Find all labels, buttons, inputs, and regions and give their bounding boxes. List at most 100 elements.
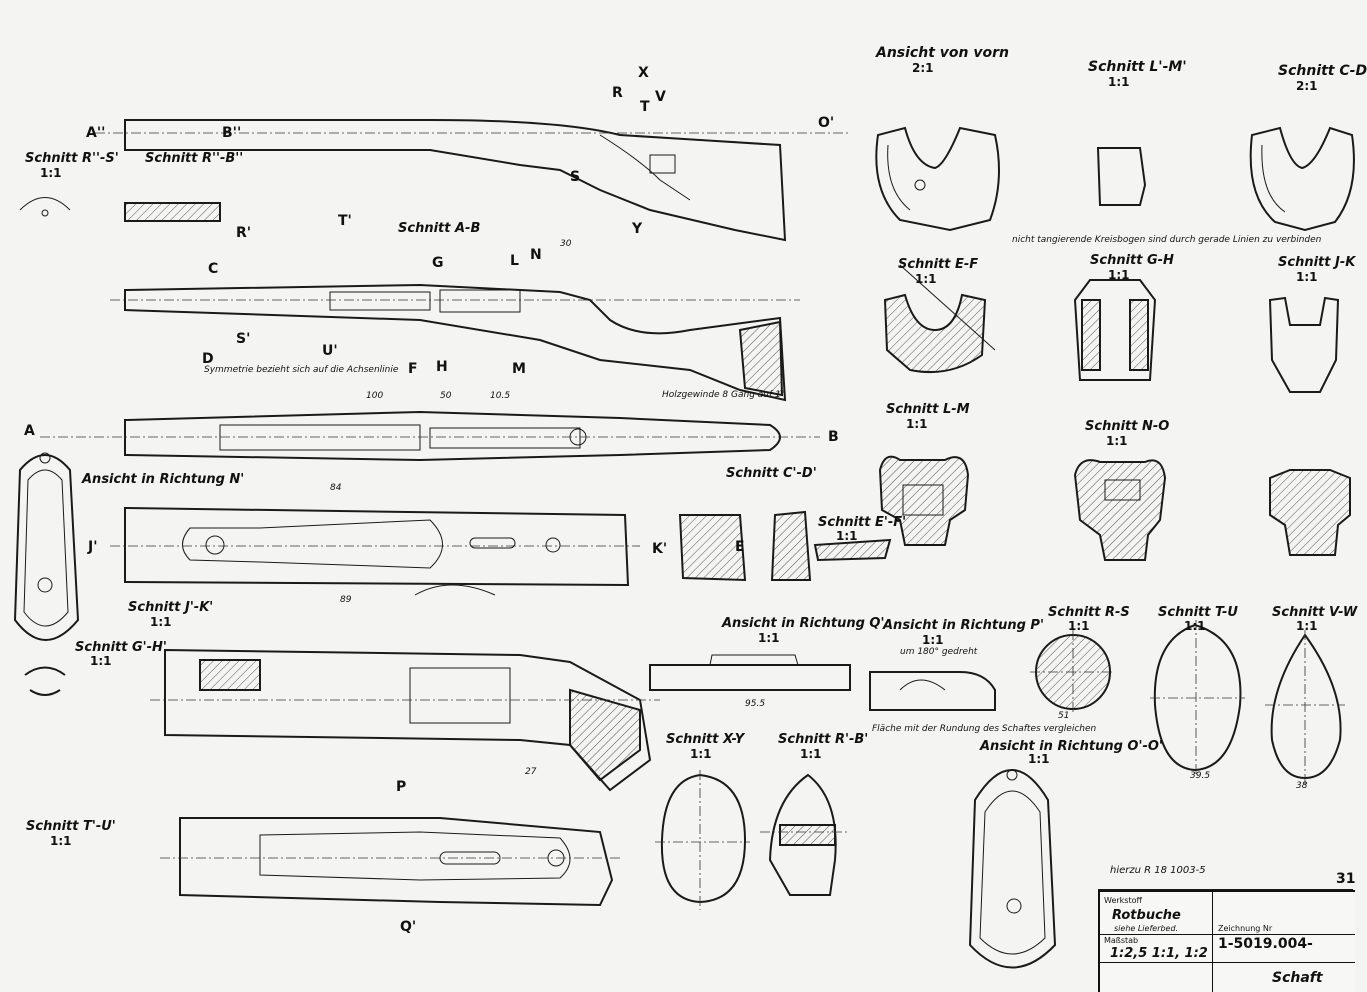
title-ansicht-N1: Ansicht in Richtung N' [82, 472, 245, 487]
section-T1-U1-view [160, 817, 620, 907]
section-letter-L: L [510, 253, 519, 269]
title-divider-2 [1100, 962, 1355, 963]
section-letter-A2: A'' [86, 125, 106, 141]
view-P1-shape [869, 671, 996, 711]
title-ansicht-Q1: Ansicht in Richtung Q' [722, 616, 885, 631]
dim-10-5: 10.5 [490, 391, 511, 401]
butt-end-view [13, 452, 80, 641]
section-letter-A: A [24, 423, 35, 439]
title-schnitt-A-B: Schnitt A-B [398, 221, 481, 236]
scale-schnitt-J-K: 1:1 [1296, 270, 1318, 284]
scale-schnitt-G1-H1: 1:1 [90, 654, 112, 668]
section-letter-U1: U' [322, 343, 338, 359]
note-symmetrie: Symmetrie bezieht sich auf die Achsenlin… [204, 365, 399, 375]
section-A-B-view [110, 283, 800, 402]
title-schnitt-X-Y: Schnitt X-Y [666, 732, 745, 747]
title-schnitt-T-U: Schnitt T-U [1158, 605, 1238, 620]
section-letter-M: M [512, 361, 526, 377]
section-letter-G: G [432, 255, 444, 271]
dim-51: 51 [1058, 711, 1070, 721]
title-schnitt-N-O: Schnitt N-O [1085, 419, 1170, 434]
section-letter-S: S [570, 169, 581, 185]
section-letter-P: P [396, 779, 407, 795]
title-schnitt-R2-B2: Schnitt R''-B'' [145, 151, 244, 166]
massstab-label: Maßstab [1104, 936, 1139, 945]
section-letter-X: X [638, 65, 649, 81]
dim-50: 50 [440, 391, 452, 401]
title-ansicht-vorn: Ansicht von vorn [876, 45, 1009, 61]
section-letter-F: F [408, 361, 418, 377]
section-letter-R1: R' [236, 225, 252, 241]
title-schnitt-E1-F1: Schnitt E'-F' [818, 515, 907, 530]
title-schnitt-C-D: Schnitt C-D [1278, 63, 1367, 79]
scale-ansicht-vorn: 2:1 [912, 61, 934, 75]
section-R2-S1-small [19, 197, 71, 217]
title-schnitt-J1-K1: Schnitt J'-K' [128, 600, 214, 615]
scale-ansicht-Q1: 1:1 [758, 631, 780, 645]
dim-30: 30 [560, 239, 572, 249]
section-L1-M1-shape [1096, 147, 1147, 206]
title-schnitt-L-M: Schnitt L-M [886, 402, 970, 417]
title-schnitt-R1-B1: Schnitt R'-B' [778, 732, 869, 747]
dim-38: 38 [1296, 781, 1308, 791]
title-divider-1 [1100, 934, 1355, 935]
title-schnitt-V-W: Schnitt V-W [1272, 605, 1358, 620]
front-view-2-1 [875, 126, 1000, 232]
scale-schnitt-X-Y: 1:1 [690, 747, 712, 761]
title-schnitt-C1-D1: Schnitt C'-D' [726, 466, 817, 481]
title-schnitt-R2-S1: Schnitt R''-S' [25, 151, 119, 166]
stock-side-view-top [95, 119, 850, 242]
dim-84: 84 [330, 483, 342, 493]
section-letter-Q1: Q' [400, 919, 417, 935]
note-ansicht-P1: um 180° gedreht [900, 647, 978, 657]
material-value: Rotbuche [1112, 908, 1181, 923]
section-letter-C: C [208, 261, 219, 277]
section-T-U-shape [1150, 620, 1245, 775]
section-letter-R: R [612, 85, 623, 101]
part-name: Schaft [1272, 970, 1323, 986]
section-letter-B2: B'' [222, 125, 242, 141]
section-letter-T1: T' [338, 213, 352, 229]
scale-ansicht-O1-O1: 1:1 [1028, 752, 1050, 766]
scale-schnitt-C-D: 2:1 [1296, 79, 1318, 93]
title-schnitt-L1-M1: Schnitt L'-M' [1088, 59, 1187, 75]
section-X-Y-shape [655, 770, 750, 910]
section-letter-H: H [436, 359, 448, 375]
scale-value: 1:2,5 1:1, 1:2 [1110, 946, 1208, 961]
scale-schnitt-N-O: 1:1 [1106, 434, 1128, 448]
section-G1-H1-small [24, 666, 66, 696]
scale-schnitt-T1-U1: 1:1 [50, 834, 72, 848]
scale-schnitt-R1-B1: 1:1 [800, 747, 822, 761]
dim-100: 100 [366, 391, 384, 401]
section-letter-J1: J' [88, 539, 98, 555]
section-L-M-shape [878, 455, 970, 546]
section-V-W-shape [1265, 630, 1345, 785]
section-letter-K1: K' [652, 541, 668, 557]
stock-top-view [40, 410, 820, 462]
scale-schnitt-L-M: 1:1 [906, 417, 928, 431]
section-J-K-shape [1268, 296, 1340, 393]
note-kreisbogen: nicht tangierende Kreisbogen sind durch … [1012, 235, 1322, 245]
section-E-F-shape [883, 264, 996, 374]
section-C-D-shape [1249, 126, 1355, 232]
scale-schnitt-V-W: 1:1 [1296, 619, 1318, 633]
title-schnitt-G-H: Schnitt G-H [1090, 253, 1174, 268]
title-ansicht-O1-O1: Ansicht in Richtung O'-O' [980, 739, 1163, 754]
view-O1-O1-shape [968, 769, 1057, 969]
scale-schnitt-G-H: 1:1 [1108, 268, 1130, 282]
zeichnung-label: Zeichnung Nr [1218, 924, 1273, 933]
title-schnitt-R-S: Schnitt R-S [1048, 605, 1130, 620]
werkstoff-label: Werkstoff [1104, 896, 1142, 905]
title-schnitt-G1-H1: Schnitt G'-H' [75, 640, 167, 655]
title-schnitt-E-F: Schnitt E-F [898, 257, 979, 272]
title-divider-3 [1212, 892, 1213, 992]
drawing-number: 1-5019.004- [1218, 936, 1313, 952]
section-letter-O1: O' [818, 115, 835, 131]
section-right-partial [1269, 469, 1351, 556]
scale-schnitt-E1-F1: 1:1 [836, 529, 858, 543]
view-Q1-shape [649, 654, 851, 691]
title-schnitt-J-K: Schnitt J-K [1278, 255, 1356, 270]
dim-95-5: 95.5 [745, 699, 766, 709]
section-letter-V: V [655, 89, 666, 105]
